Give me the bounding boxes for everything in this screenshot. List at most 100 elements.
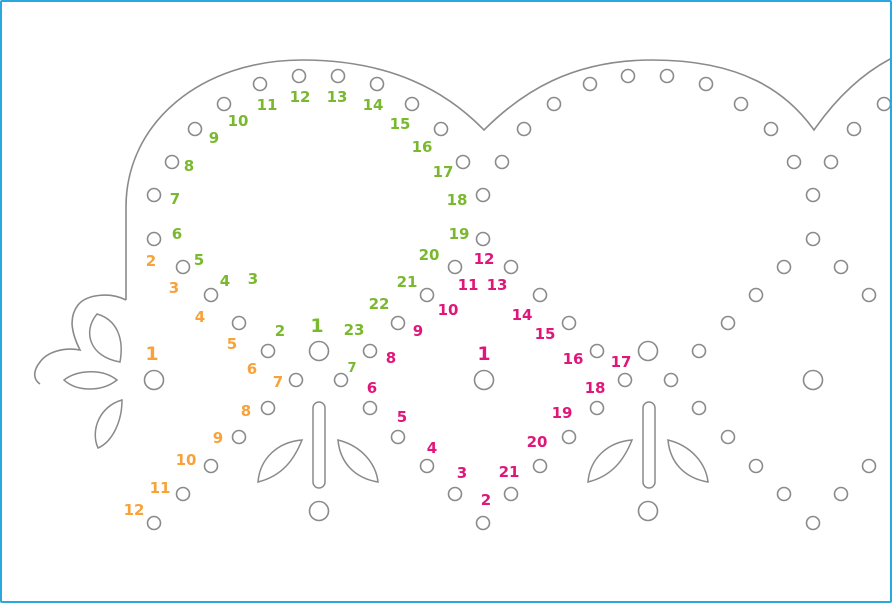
lacing-hole — [748, 458, 764, 474]
orange-step-number: 9 — [213, 429, 223, 447]
green-step-number: 13 — [327, 88, 348, 106]
lacing-hole — [748, 287, 764, 303]
lacing-hole — [733, 96, 749, 112]
green-step-number: 15 — [390, 115, 411, 133]
green-step-number: 23 — [344, 321, 365, 339]
pink-step-number: 3 — [457, 464, 467, 482]
lacing-hole — [582, 76, 598, 92]
orange-step-number: 8 — [241, 402, 251, 420]
lacing-hole — [691, 400, 707, 416]
orange-step-number: 1 — [145, 343, 158, 365]
lacing-hole — [362, 343, 378, 359]
green-step-number: 16 — [412, 138, 433, 156]
lacing-hole — [620, 68, 636, 84]
green-step-number: 2 — [275, 322, 285, 340]
lacing-hole — [763, 121, 779, 137]
green-step-number: 4 — [220, 272, 230, 290]
orange-step-number: 5 — [227, 335, 237, 353]
lacing-hole — [861, 287, 877, 303]
orange-step-number: 3 — [169, 279, 179, 297]
green-step-number: 22 — [369, 295, 390, 313]
green-step-number: 5 — [194, 251, 204, 269]
lacing-hole — [288, 372, 304, 388]
pink-step-number: 17 — [611, 353, 632, 371]
lacing-hole — [805, 231, 821, 247]
green-step-number: 8 — [184, 157, 194, 175]
pink-step-number: 8 — [386, 349, 396, 367]
lacing-hole — [503, 486, 519, 502]
orange-step-number: 4 — [195, 308, 205, 326]
lacing-hole — [805, 515, 821, 531]
lacing-hole — [494, 154, 510, 170]
start-hole — [143, 369, 165, 391]
pink-step-number: 14 — [512, 306, 533, 324]
lacing-hole — [776, 486, 792, 502]
start-hole — [308, 500, 330, 522]
pink-step-number: 10 — [438, 301, 459, 319]
orange-step-number: 7 — [273, 373, 283, 391]
card-outline — [33, 58, 890, 385]
pink-step-number: 2 — [481, 491, 491, 509]
lacing-hole — [433, 121, 449, 137]
pink-step-number: 16 — [563, 350, 584, 368]
green-step-number: 6 — [172, 225, 182, 243]
lacing-hole — [589, 343, 605, 359]
lacing-hole — [291, 68, 307, 84]
start-hole — [473, 369, 495, 391]
lacing-hole — [720, 315, 736, 331]
lacing-hole — [720, 429, 736, 445]
green-step-number: 11 — [257, 96, 278, 114]
pink-step-number: 18 — [585, 379, 606, 397]
green-step-number: 18 — [447, 191, 468, 209]
lacing-hole — [532, 458, 548, 474]
lacing-hole — [231, 429, 247, 445]
orange-step-number: 6 — [247, 360, 257, 378]
pink-step-number: 12 — [474, 250, 495, 268]
green-step-number: 10 — [228, 112, 249, 130]
lacing-hole — [833, 486, 849, 502]
lacing-hole — [260, 343, 276, 359]
leaf-shape — [88, 313, 122, 363]
start-hole — [637, 340, 659, 362]
lacing-hole — [516, 121, 532, 137]
lacing-hole — [146, 515, 162, 531]
green-step-number: 7 — [347, 361, 356, 376]
lacing-hole — [691, 343, 707, 359]
orange-step-number: 11 — [150, 479, 171, 497]
lacing-hole — [175, 259, 191, 275]
pink-step-number: 15 — [535, 325, 556, 343]
leaf-shape — [667, 439, 709, 483]
lacing-hole — [475, 187, 491, 203]
start-hole — [802, 369, 824, 391]
lacing-hole — [833, 259, 849, 275]
lacing-hole — [561, 315, 577, 331]
lacing-hole — [455, 154, 471, 170]
stem-slot — [642, 401, 656, 489]
lacing-hole — [164, 154, 180, 170]
start-hole — [637, 500, 659, 522]
green-step-number: 19 — [449, 225, 470, 243]
lacing-hole — [503, 259, 519, 275]
green-step-number: 20 — [419, 246, 440, 264]
lacing-hole — [203, 287, 219, 303]
lacing-hole — [698, 76, 714, 92]
pink-step-number: 4 — [427, 439, 437, 457]
leaf-shape — [257, 439, 304, 483]
green-step-number: 12 — [290, 88, 311, 106]
lacing-hole — [876, 96, 890, 112]
lacing-hole — [805, 187, 821, 203]
lacing-hole — [390, 429, 406, 445]
green-step-number: 7 — [170, 190, 180, 208]
lacing-hole — [419, 458, 435, 474]
leaf-shape — [62, 371, 119, 390]
start-hole — [308, 340, 330, 362]
lacing-hole — [659, 68, 675, 84]
pink-step-number: 20 — [527, 433, 548, 451]
stem-slot — [312, 401, 326, 489]
lacing-hole — [776, 259, 792, 275]
pink-step-number: 19 — [552, 404, 573, 422]
lacing-hole — [447, 486, 463, 502]
leaf-shape — [587, 439, 634, 483]
